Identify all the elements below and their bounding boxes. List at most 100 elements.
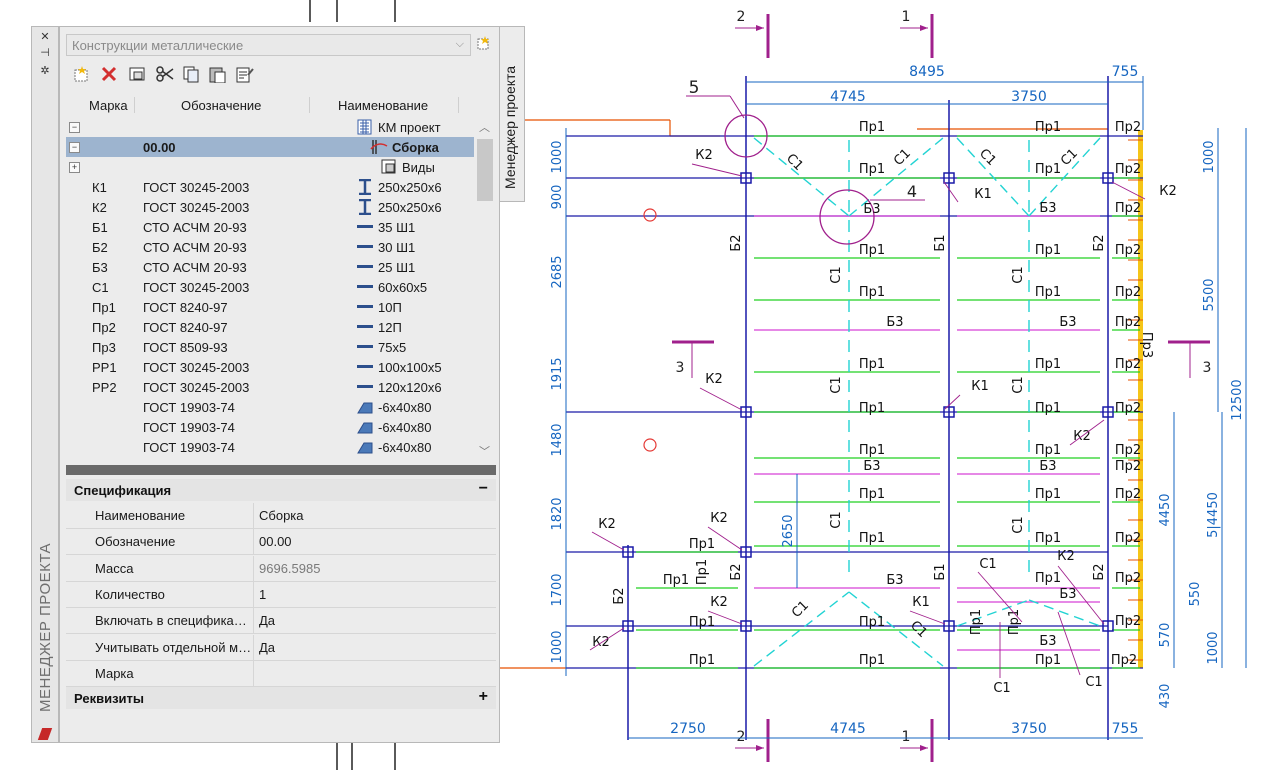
member-label: К2: [710, 511, 728, 526]
row-mark: РР1: [92, 360, 117, 375]
member-label: Пр1: [695, 559, 710, 585]
property-value[interactable]: Да: [259, 613, 276, 629]
add-item-icon[interactable]: [71, 65, 91, 83]
column-node: [740, 406, 752, 418]
tree-row[interactable]: +Виды: [66, 157, 474, 177]
cut-icon[interactable]: [155, 65, 175, 83]
column-mark[interactable]: Марка: [89, 98, 128, 113]
spec-section-header[interactable]: Спецификация −: [66, 479, 496, 501]
side-tab-label: Менеджер проекта: [502, 65, 518, 189]
section-number: 3: [1203, 360, 1212, 376]
column-node: [943, 620, 955, 632]
ibeam-icon: [359, 179, 371, 195]
tree-row[interactable]: ГОСТ 19903-74-6x40x80: [66, 417, 474, 437]
tree-row[interactable]: ГОСТ 19903-74-6x40x80: [66, 457, 474, 461]
member-label: Пр1: [1035, 487, 1061, 502]
expand-icon[interactable]: +: [478, 688, 488, 705]
scroll-down-icon[interactable]: ﹀: [479, 446, 490, 458]
column-name[interactable]: Наименование: [338, 98, 429, 113]
scroll-up-icon[interactable]: ︿: [479, 122, 490, 134]
property-row[interactable]: Учитывать отдельной маркойДа: [66, 634, 496, 661]
leader-line: [707, 610, 743, 625]
leader-line: [1057, 611, 1081, 676]
member-label: С1: [829, 266, 844, 283]
callout-circle: [724, 114, 768, 158]
project-manager-tab[interactable]: Менеджер проекта: [500, 26, 525, 202]
section-arrow-head: [920, 745, 928, 751]
section-number: 1: [902, 729, 911, 745]
tree-row[interactable]: −КМ проект: [66, 117, 474, 137]
row-name: 10П: [378, 300, 402, 315]
chevron-down-icon: ⌵: [455, 38, 464, 50]
tree-row[interactable]: ГОСТ 19903-74-6x40x80: [66, 437, 474, 457]
member-label: Пр1: [1035, 357, 1061, 372]
callout-5: 5: [689, 78, 700, 98]
collapse-icon[interactable]: −: [478, 480, 488, 497]
pin-icon[interactable]: ⊣: [40, 47, 50, 59]
property-row[interactable]: Марка: [66, 660, 496, 687]
dim-left: 1915: [550, 357, 565, 390]
leader-line: [699, 387, 743, 411]
column-node: [1102, 172, 1114, 184]
project-manager-panel: Конструкции металлические ⌵ Марка Обозна…: [59, 26, 500, 743]
expand-icon[interactable]: +: [69, 162, 80, 173]
collapse-icon[interactable]: −: [69, 142, 80, 153]
brace-line: [1028, 137, 1101, 217]
property-value[interactable]: Сборка: [259, 508, 304, 523]
section-dropdown[interactable]: Конструкции металлические ⌵: [66, 34, 471, 56]
new-project-icon[interactable]: [476, 36, 490, 50]
row-mark: Пр1: [92, 300, 116, 315]
property-value[interactable]: 00.00: [259, 534, 292, 550]
panel-splitter[interactable]: [66, 465, 496, 475]
row-name: 35 Ш1: [378, 220, 416, 235]
collapse-icon[interactable]: −: [69, 122, 80, 133]
row-name: 60x60x5: [378, 280, 428, 295]
leader-line: [589, 627, 625, 651]
close-icon[interactable]: ✕: [40, 31, 50, 43]
property-value[interactable]: Да: [259, 639, 276, 655]
copy-icon[interactable]: [181, 65, 201, 83]
dim-top-left: 4745: [830, 89, 866, 105]
member-label: К2: [1057, 549, 1075, 564]
member-label: Пр1: [969, 609, 984, 635]
dim-bottom: 3750: [1011, 721, 1047, 737]
dim-left: 900: [550, 185, 565, 210]
tree-row[interactable]: ГОСТ 19903-74-6x40x80: [66, 397, 474, 417]
member-label: Б2: [729, 563, 744, 580]
property-value[interactable]: 1: [259, 586, 267, 602]
spec-title: Спецификация: [74, 483, 172, 498]
properties-icon[interactable]: [234, 65, 254, 83]
tree-scrollbar[interactable]: ︿ ﹀: [474, 117, 494, 461]
beam-icon: [357, 325, 373, 328]
member-label: Пр1: [859, 531, 885, 546]
paste-icon[interactable]: [207, 65, 227, 83]
row-designation: ГОСТ 30245-2003: [143, 380, 250, 395]
settings-icon[interactable]: ✲: [40, 65, 50, 77]
requisites-section-header[interactable]: Реквизиты +: [66, 687, 496, 709]
scroll-thumb[interactable]: [477, 139, 493, 201]
section-arrow-head: [756, 25, 764, 31]
column-designation[interactable]: Обозначение: [181, 98, 262, 113]
delete-icon[interactable]: [99, 65, 119, 83]
view-icon[interactable]: [127, 65, 147, 83]
ibeam-icon: [359, 199, 371, 215]
